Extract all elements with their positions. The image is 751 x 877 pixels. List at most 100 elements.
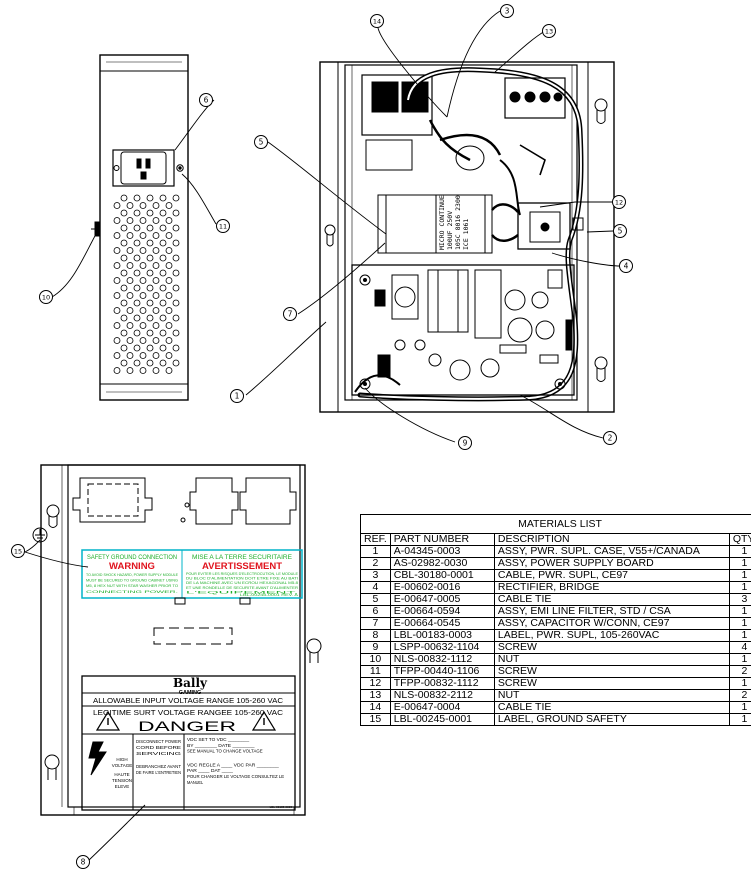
header-ref: REF. bbox=[360, 533, 391, 546]
vent-hole bbox=[152, 202, 160, 209]
hv-label: TENSION bbox=[112, 778, 132, 783]
ref-cell: 9 bbox=[360, 641, 391, 654]
vdc-line: VDC SET TO VDC ________ bbox=[187, 737, 250, 742]
description-cell: LABEL, PWR. SUPL, 105-260VAC bbox=[493, 629, 730, 642]
vent-hole bbox=[146, 344, 154, 352]
ground-symbol bbox=[32, 527, 48, 543]
materials-list-title: MATERIALS LIST bbox=[360, 514, 751, 534]
description-cell: NUT bbox=[493, 653, 730, 666]
vent-hole bbox=[120, 299, 128, 307]
callout-15: 15 bbox=[11, 544, 25, 558]
description-cell: ASSY, PWR. SUPL. CASE, V55+/CANADA bbox=[493, 545, 730, 558]
danger-fr-line: DE FAIRE L'ENTRETIEN bbox=[136, 770, 181, 776]
ref-cell: 2 bbox=[360, 557, 391, 570]
description-cell: CABLE TIE bbox=[493, 593, 730, 606]
callout-5: 5 bbox=[254, 135, 268, 149]
callout-9: 9 bbox=[458, 436, 472, 450]
vent-hole bbox=[146, 239, 154, 247]
label-code: LBL-00245-0001 REV. A bbox=[240, 593, 299, 597]
vent-hole bbox=[133, 269, 141, 277]
vent-hole bbox=[165, 232, 173, 239]
vent-hole bbox=[113, 367, 121, 374]
vent-hole bbox=[159, 194, 167, 202]
label-body-fr: DU BLOC D'ALIMENTATION DOIT ETRE FIXE AU… bbox=[186, 577, 298, 581]
vent-hole bbox=[126, 247, 134, 254]
ref-cell: 5 bbox=[360, 593, 391, 606]
vent-hole bbox=[152, 247, 160, 254]
hv-label: VOLTAGE bbox=[112, 763, 133, 768]
vent-hole bbox=[172, 239, 180, 247]
qty-cell: 1 bbox=[728, 701, 751, 714]
vent-hole bbox=[133, 194, 141, 202]
callout-6: 6 bbox=[199, 93, 213, 107]
callout-10: 10 bbox=[39, 290, 53, 304]
vent-hole bbox=[172, 254, 180, 262]
vent-hole bbox=[159, 314, 167, 322]
callout-number: 9 bbox=[463, 439, 468, 448]
vent-hole bbox=[120, 194, 128, 202]
label-body-fr: ET UNE RONDELLE DE SECURITE AVANT D'ALIM… bbox=[186, 586, 298, 590]
vent-hole bbox=[172, 194, 180, 202]
label-code-small: LBL-00183-0003 bbox=[270, 805, 293, 809]
vent-hole bbox=[146, 269, 154, 277]
vent-hole bbox=[159, 329, 167, 337]
part-number-cell: LBL-00245-0001 bbox=[389, 713, 495, 726]
label-body-fr: POUR EVITER LES RISQUES D'ELECTROCUTION,… bbox=[186, 572, 298, 576]
description-cell: SCREW bbox=[493, 665, 730, 678]
label-title-en: SAFETY GROUND CONNECTION bbox=[87, 554, 177, 561]
description-cell: SCREW bbox=[493, 641, 730, 654]
qty-cell: 1 bbox=[728, 713, 751, 726]
vent-hole bbox=[159, 254, 167, 262]
vent-hole bbox=[159, 359, 167, 367]
vent-hole bbox=[126, 337, 134, 344]
vent-hole bbox=[133, 359, 141, 367]
vent-hole bbox=[139, 202, 147, 209]
vent-hole bbox=[172, 224, 180, 232]
vent-hole bbox=[146, 329, 154, 337]
part-number-cell: E-00602-0016 bbox=[389, 581, 495, 594]
voltage-line: LEGITIME SURT VOLTAGE RANGEE 105-260 VAC bbox=[93, 708, 283, 717]
part-number-cell: LSPP-00632-1104 bbox=[389, 641, 495, 654]
vent-hole bbox=[152, 307, 160, 314]
vent-hole bbox=[152, 352, 160, 359]
vent-hole bbox=[165, 292, 173, 299]
vent-hole bbox=[165, 367, 173, 374]
label-body-en: MUST BE SECURED TO GROUND CABINET USING bbox=[86, 578, 178, 583]
vent-hole bbox=[126, 367, 134, 374]
vent-hole bbox=[120, 359, 128, 367]
vent-hole bbox=[113, 307, 121, 314]
part-number-cell: LBL-00183-0003 bbox=[389, 629, 495, 642]
vent-hole bbox=[126, 262, 134, 269]
vent-hole bbox=[120, 224, 128, 232]
vent-hole bbox=[139, 232, 147, 239]
callout-8: 8 bbox=[76, 855, 90, 869]
vent-hole bbox=[139, 217, 147, 224]
vent-hole bbox=[120, 254, 128, 262]
part-number-cell: TFPP-00440-1106 bbox=[389, 665, 495, 678]
part-number-cell: E-00647-0004 bbox=[389, 701, 495, 714]
vent-hole bbox=[152, 367, 160, 374]
danger-text: DANGER bbox=[138, 718, 236, 734]
keyhole-slot bbox=[46, 504, 60, 528]
vent-hole bbox=[146, 209, 154, 217]
materials-list-table: MATERIALS LIST REF. PART NUMBER DESCRIPT… bbox=[360, 514, 751, 726]
qty-cell: 2 bbox=[728, 665, 751, 678]
description-cell: NUT bbox=[493, 689, 730, 702]
keyhole-slot bbox=[594, 98, 608, 124]
callout-number: 5 bbox=[259, 138, 264, 147]
brand-sub: GAMING bbox=[179, 690, 202, 696]
vent-hole bbox=[113, 247, 121, 254]
iec-power-inlet bbox=[112, 149, 184, 187]
callout-3: 3 bbox=[500, 4, 514, 18]
ref-cell: 12 bbox=[360, 677, 391, 690]
vent-hole bbox=[152, 277, 160, 284]
